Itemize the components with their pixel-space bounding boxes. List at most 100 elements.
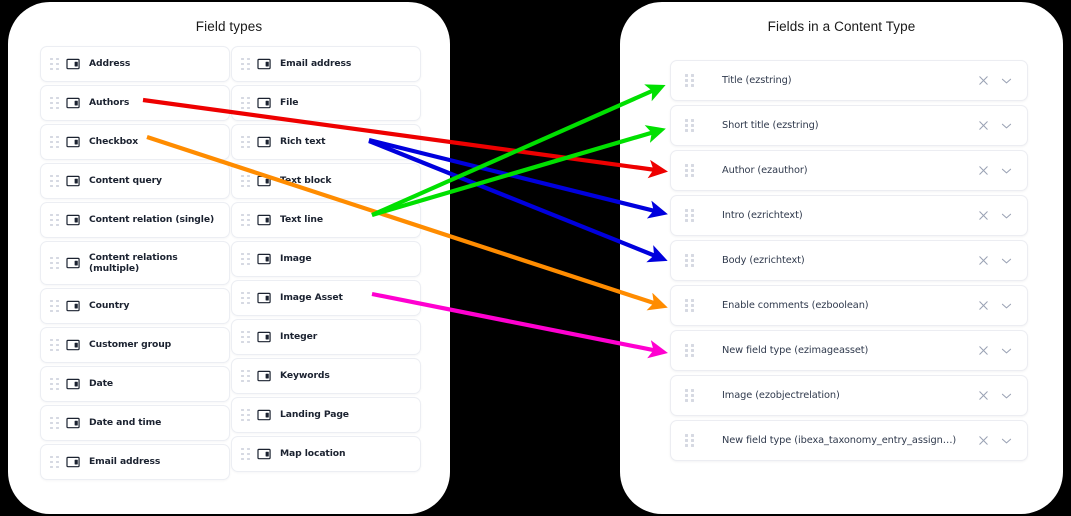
drag-handle-icon[interactable] bbox=[241, 213, 250, 227]
field-type-icon bbox=[66, 214, 80, 225]
field-type-label: Email address bbox=[89, 456, 161, 468]
field-type-card[interactable]: Content relations (multiple) bbox=[40, 241, 230, 285]
drag-handle-icon[interactable] bbox=[685, 74, 694, 87]
close-icon[interactable] bbox=[977, 344, 990, 357]
field-type-card[interactable]: Image Asset bbox=[231, 280, 421, 316]
drag-handle-icon[interactable] bbox=[50, 299, 59, 313]
drag-handle-icon[interactable] bbox=[241, 291, 250, 305]
content-field-row[interactable]: Author (ezauthor) bbox=[670, 150, 1028, 191]
drag-handle-icon[interactable] bbox=[50, 174, 59, 188]
field-types-title: Field types bbox=[195, 19, 263, 34]
field-type-card[interactable]: Country bbox=[40, 288, 230, 324]
chevron-down-icon[interactable] bbox=[1000, 74, 1013, 87]
drag-handle-icon[interactable] bbox=[50, 96, 59, 110]
close-icon[interactable] bbox=[977, 299, 990, 312]
drag-handle-icon[interactable] bbox=[685, 164, 694, 177]
field-type-label: Date bbox=[89, 378, 114, 390]
close-icon[interactable] bbox=[977, 74, 990, 87]
field-type-icon bbox=[66, 58, 80, 69]
chevron-down-icon[interactable] bbox=[1000, 389, 1013, 402]
chevron-down-icon[interactable] bbox=[1000, 344, 1013, 357]
field-type-card[interactable]: Customer group bbox=[40, 327, 230, 363]
close-icon[interactable] bbox=[977, 209, 990, 222]
field-type-card[interactable]: Date and time bbox=[40, 405, 230, 441]
close-icon[interactable] bbox=[977, 119, 990, 132]
drag-handle-icon[interactable] bbox=[685, 119, 694, 132]
content-field-row[interactable]: Enable comments (ezboolean) bbox=[670, 285, 1028, 326]
content-field-actions bbox=[977, 434, 1027, 447]
drag-handle-icon[interactable] bbox=[685, 389, 694, 402]
drag-handle-icon[interactable] bbox=[241, 57, 250, 71]
close-icon[interactable] bbox=[977, 389, 990, 402]
drag-handle-icon[interactable] bbox=[241, 330, 250, 344]
content-field-row[interactable]: New field type (ibexa_taxonomy_entry_ass… bbox=[670, 420, 1028, 461]
drag-handle-icon[interactable] bbox=[241, 369, 250, 383]
field-type-label: Rich text bbox=[280, 136, 326, 148]
field-type-card[interactable]: Text block bbox=[231, 163, 421, 199]
field-type-card[interactable]: Email address bbox=[231, 46, 421, 82]
content-field-row[interactable]: Short title (ezstring) bbox=[670, 105, 1028, 146]
field-type-card[interactable]: Text line bbox=[231, 202, 421, 238]
drag-handle-icon[interactable] bbox=[241, 408, 250, 422]
field-type-card[interactable]: Checkbox bbox=[40, 124, 230, 160]
content-field-row[interactable]: Image (ezobjectrelation) bbox=[670, 375, 1028, 416]
field-type-card[interactable]: Rich text bbox=[231, 124, 421, 160]
drag-handle-icon[interactable] bbox=[50, 455, 59, 469]
chevron-down-icon[interactable] bbox=[1000, 254, 1013, 267]
field-type-card[interactable]: Date bbox=[40, 366, 230, 402]
field-type-card[interactable]: Authors bbox=[40, 85, 230, 121]
drag-handle-icon[interactable] bbox=[241, 96, 250, 110]
drag-handle-icon[interactable] bbox=[241, 447, 250, 461]
field-type-icon bbox=[257, 409, 271, 420]
field-type-card[interactable]: Image bbox=[231, 241, 421, 277]
drag-handle-icon[interactable] bbox=[241, 252, 250, 266]
drag-handle-icon[interactable] bbox=[50, 213, 59, 227]
chevron-down-icon[interactable] bbox=[1000, 119, 1013, 132]
close-icon[interactable] bbox=[977, 254, 990, 267]
drag-handle-icon[interactable] bbox=[685, 299, 694, 312]
drag-handle-icon[interactable] bbox=[50, 256, 59, 270]
content-field-label: Title (ezstring) bbox=[722, 75, 792, 86]
field-type-card[interactable]: Landing Page bbox=[231, 397, 421, 433]
field-type-icon bbox=[257, 331, 271, 342]
drag-handle-icon[interactable] bbox=[685, 434, 694, 447]
close-icon[interactable] bbox=[977, 164, 990, 177]
field-type-card[interactable]: Email address bbox=[40, 444, 230, 480]
field-type-label: Checkbox bbox=[89, 136, 139, 148]
field-type-icon bbox=[66, 417, 80, 428]
drag-handle-icon[interactable] bbox=[50, 135, 59, 149]
field-type-card[interactable]: File bbox=[231, 85, 421, 121]
chevron-down-icon[interactable] bbox=[1000, 299, 1013, 312]
field-type-label: Keywords bbox=[280, 370, 330, 382]
content-type-fields-title: Fields in a Content Type bbox=[767, 19, 916, 34]
drag-handle-icon[interactable] bbox=[50, 57, 59, 71]
chevron-down-icon[interactable] bbox=[1000, 434, 1013, 447]
drag-handle-icon[interactable] bbox=[685, 344, 694, 357]
drag-handle-icon[interactable] bbox=[50, 416, 59, 430]
field-type-icon bbox=[257, 214, 271, 225]
field-type-card[interactable]: Address bbox=[40, 46, 230, 82]
drag-handle-icon[interactable] bbox=[685, 209, 694, 222]
chevron-down-icon[interactable] bbox=[1000, 209, 1013, 222]
field-type-card[interactable]: Content relation (single) bbox=[40, 202, 230, 238]
content-field-row[interactable]: Intro (ezrichtext) bbox=[670, 195, 1028, 236]
chevron-down-icon[interactable] bbox=[1000, 164, 1013, 177]
drag-handle-icon[interactable] bbox=[241, 135, 250, 149]
drag-handle-icon[interactable] bbox=[241, 174, 250, 188]
drag-handle-icon[interactable] bbox=[50, 377, 59, 391]
field-type-card[interactable]: Integer bbox=[231, 319, 421, 355]
close-icon[interactable] bbox=[977, 434, 990, 447]
field-type-card[interactable]: Map location bbox=[231, 436, 421, 472]
content-field-row[interactable]: Body (ezrichtext) bbox=[670, 240, 1028, 281]
content-field-actions bbox=[977, 344, 1027, 357]
drag-handle-icon[interactable] bbox=[685, 254, 694, 267]
field-type-icon bbox=[66, 97, 80, 108]
field-type-card[interactable]: Keywords bbox=[231, 358, 421, 394]
content-field-row[interactable]: Title (ezstring) bbox=[670, 60, 1028, 101]
drag-handle-icon[interactable] bbox=[50, 338, 59, 352]
field-type-label: Image bbox=[280, 253, 312, 265]
content-field-row[interactable]: New field type (ezimageasset) bbox=[670, 330, 1028, 371]
field-type-card[interactable]: Content query bbox=[40, 163, 230, 199]
